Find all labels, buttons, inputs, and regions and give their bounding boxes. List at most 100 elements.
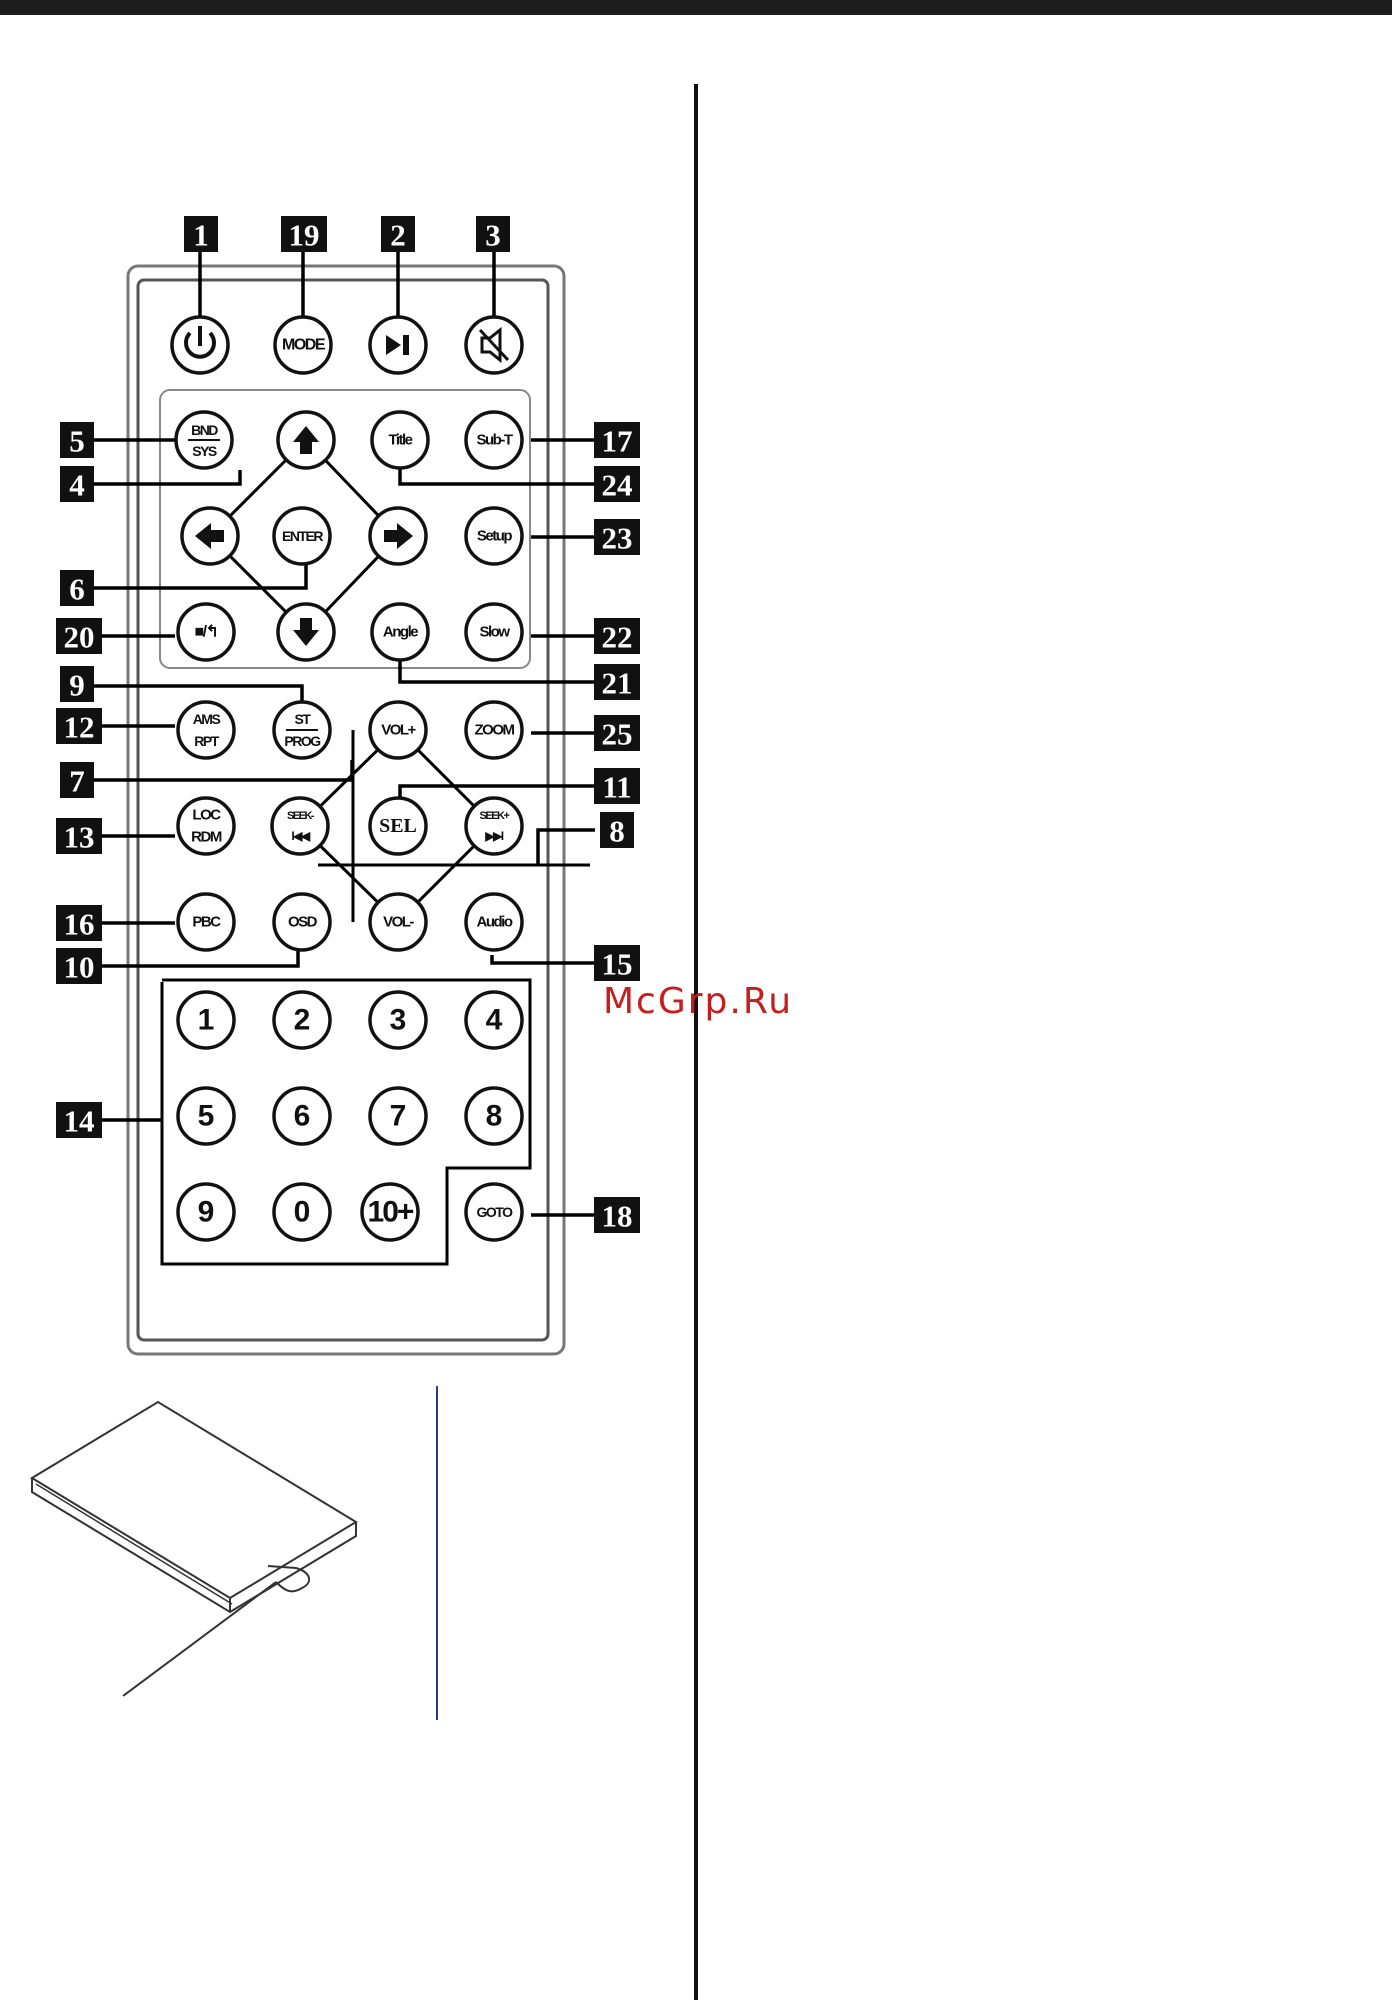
- rdm-label: RDM: [191, 829, 222, 846]
- digit-button-4[interactable]: 4: [466, 992, 522, 1048]
- vol-down-label: VOL-: [383, 914, 414, 931]
- prog-label: PROG: [284, 733, 321, 749]
- slow-label: Slow: [479, 624, 510, 641]
- svg-text:12: 12: [64, 710, 95, 745]
- callout-badge: 14: [56, 1102, 102, 1139]
- digit-button-10-plus[interactable]: 10+: [362, 1184, 418, 1240]
- battery-tray-illustration: [32, 1402, 356, 1696]
- pbc-button[interactable]: PBC: [178, 894, 234, 950]
- callout-badge: 2: [381, 216, 415, 253]
- sys-label: SYS: [192, 443, 217, 459]
- svg-text:8: 8: [609, 814, 625, 849]
- zoom-button[interactable]: ZOOM: [466, 702, 522, 758]
- vol-down-button[interactable]: VOL-: [370, 894, 426, 950]
- callout-badge: 24: [594, 466, 640, 503]
- digit-button-1[interactable]: 1: [178, 992, 234, 1048]
- digit-button-9[interactable]: 9: [178, 1184, 234, 1240]
- seek-plus-button[interactable]: SEEK+ ▶▶I: [466, 798, 522, 854]
- svg-text:16: 16: [64, 907, 95, 942]
- rpt-label: RPT: [194, 733, 219, 749]
- callout-badge: 18: [594, 1197, 640, 1234]
- callout-badge: 19: [281, 216, 327, 253]
- seek-plus-label: SEEK+: [480, 810, 510, 822]
- mode-label: MODE: [282, 337, 326, 354]
- callout-badge: 7: [60, 762, 94, 799]
- svg-text:15: 15: [602, 947, 633, 982]
- goto-label: GOTO: [477, 1204, 514, 1220]
- svg-text:22: 22: [602, 620, 633, 655]
- power-button[interactable]: [172, 317, 228, 373]
- sel-button[interactable]: SEL: [370, 798, 426, 854]
- callout-badge: 13: [56, 818, 102, 855]
- svg-text:14: 14: [64, 1104, 95, 1139]
- svg-text:3: 3: [485, 218, 501, 253]
- digit-button-5[interactable]: 5: [178, 1088, 234, 1144]
- up-arrow-button[interactable]: [278, 412, 334, 468]
- sub-t-button[interactable]: Sub-T: [466, 412, 522, 468]
- enter-button[interactable]: ENTER: [274, 508, 330, 564]
- svg-text:19: 19: [289, 218, 320, 253]
- callout-badge: 10: [56, 948, 102, 985]
- digit-button-0[interactable]: 0: [274, 1184, 330, 1240]
- svg-text:10: 10: [64, 950, 95, 985]
- callout-badge: 23: [594, 519, 640, 556]
- play-pause-button[interactable]: [370, 317, 426, 373]
- callout-badge: 22: [594, 618, 640, 655]
- audio-button[interactable]: Audio: [466, 894, 522, 950]
- digit-label: 6: [294, 1100, 311, 1133]
- callout-badge: 20: [56, 618, 102, 655]
- ams-rpt-button[interactable]: AMS RPT: [178, 702, 234, 758]
- digit-label: 2: [294, 1004, 311, 1037]
- digit-label: 0: [294, 1196, 311, 1229]
- digit-label: 1: [198, 1004, 215, 1037]
- callout-badge: 12: [56, 708, 102, 745]
- svg-text:20: 20: [64, 620, 95, 655]
- osd-button[interactable]: OSD: [274, 894, 330, 950]
- pbc-label: PBC: [192, 914, 221, 931]
- callout-badge: 4: [60, 466, 94, 503]
- angle-label: Angle: [383, 624, 418, 641]
- setup-button[interactable]: Setup: [466, 508, 522, 564]
- svg-text:5: 5: [69, 424, 85, 459]
- digit-button-2[interactable]: 2: [274, 992, 330, 1048]
- stop-return-button[interactable]: ■/↰: [178, 604, 234, 660]
- angle-button[interactable]: Angle: [372, 604, 428, 660]
- digit-button-8[interactable]: 8: [466, 1088, 522, 1144]
- left-arrow-button[interactable]: [182, 508, 238, 564]
- title-button[interactable]: Title: [372, 412, 428, 468]
- svg-text:25: 25: [602, 717, 633, 752]
- svg-text:6: 6: [69, 572, 85, 607]
- svg-text:17: 17: [602, 424, 633, 459]
- loc-rdm-button[interactable]: LOC RDM: [178, 798, 234, 854]
- digit-label: 5: [198, 1100, 215, 1133]
- digit-label: 3: [390, 1004, 407, 1037]
- st-prog-button[interactable]: ST PROG: [274, 702, 330, 758]
- callout-badge: 3: [476, 216, 510, 253]
- seek-minus-button[interactable]: SEEK- I◀◀: [272, 798, 328, 854]
- vol-up-button[interactable]: VOL+: [370, 702, 426, 758]
- bnd-label: BND: [191, 422, 218, 438]
- st-label: ST: [295, 711, 312, 727]
- digit-button-6[interactable]: 6: [274, 1088, 330, 1144]
- enter-label: ENTER: [282, 528, 323, 544]
- svg-text:13: 13: [64, 820, 95, 855]
- next-icon: ▶▶I: [484, 829, 503, 843]
- digit-button-7[interactable]: 7: [370, 1088, 426, 1144]
- digit-label: 9: [198, 1196, 215, 1229]
- mute-button[interactable]: [466, 317, 522, 373]
- bnd-sys-button[interactable]: BND SYS: [176, 412, 232, 468]
- callout-badge: 5: [60, 422, 94, 459]
- callout-badge: 9: [60, 666, 94, 703]
- digit-button-3[interactable]: 3: [370, 992, 426, 1048]
- sel-label: SEL: [379, 815, 417, 837]
- callout-badge: 6: [60, 570, 94, 607]
- mode-button[interactable]: MODE: [275, 317, 331, 373]
- sub-t-label: Sub-T: [477, 432, 513, 449]
- slow-button[interactable]: Slow: [466, 604, 522, 660]
- digit-label: 7: [390, 1100, 407, 1133]
- zoom-label: ZOOM: [475, 722, 515, 739]
- goto-button[interactable]: GOTO: [466, 1184, 522, 1240]
- right-arrow-button[interactable]: [370, 508, 426, 564]
- down-arrow-button[interactable]: [278, 604, 334, 660]
